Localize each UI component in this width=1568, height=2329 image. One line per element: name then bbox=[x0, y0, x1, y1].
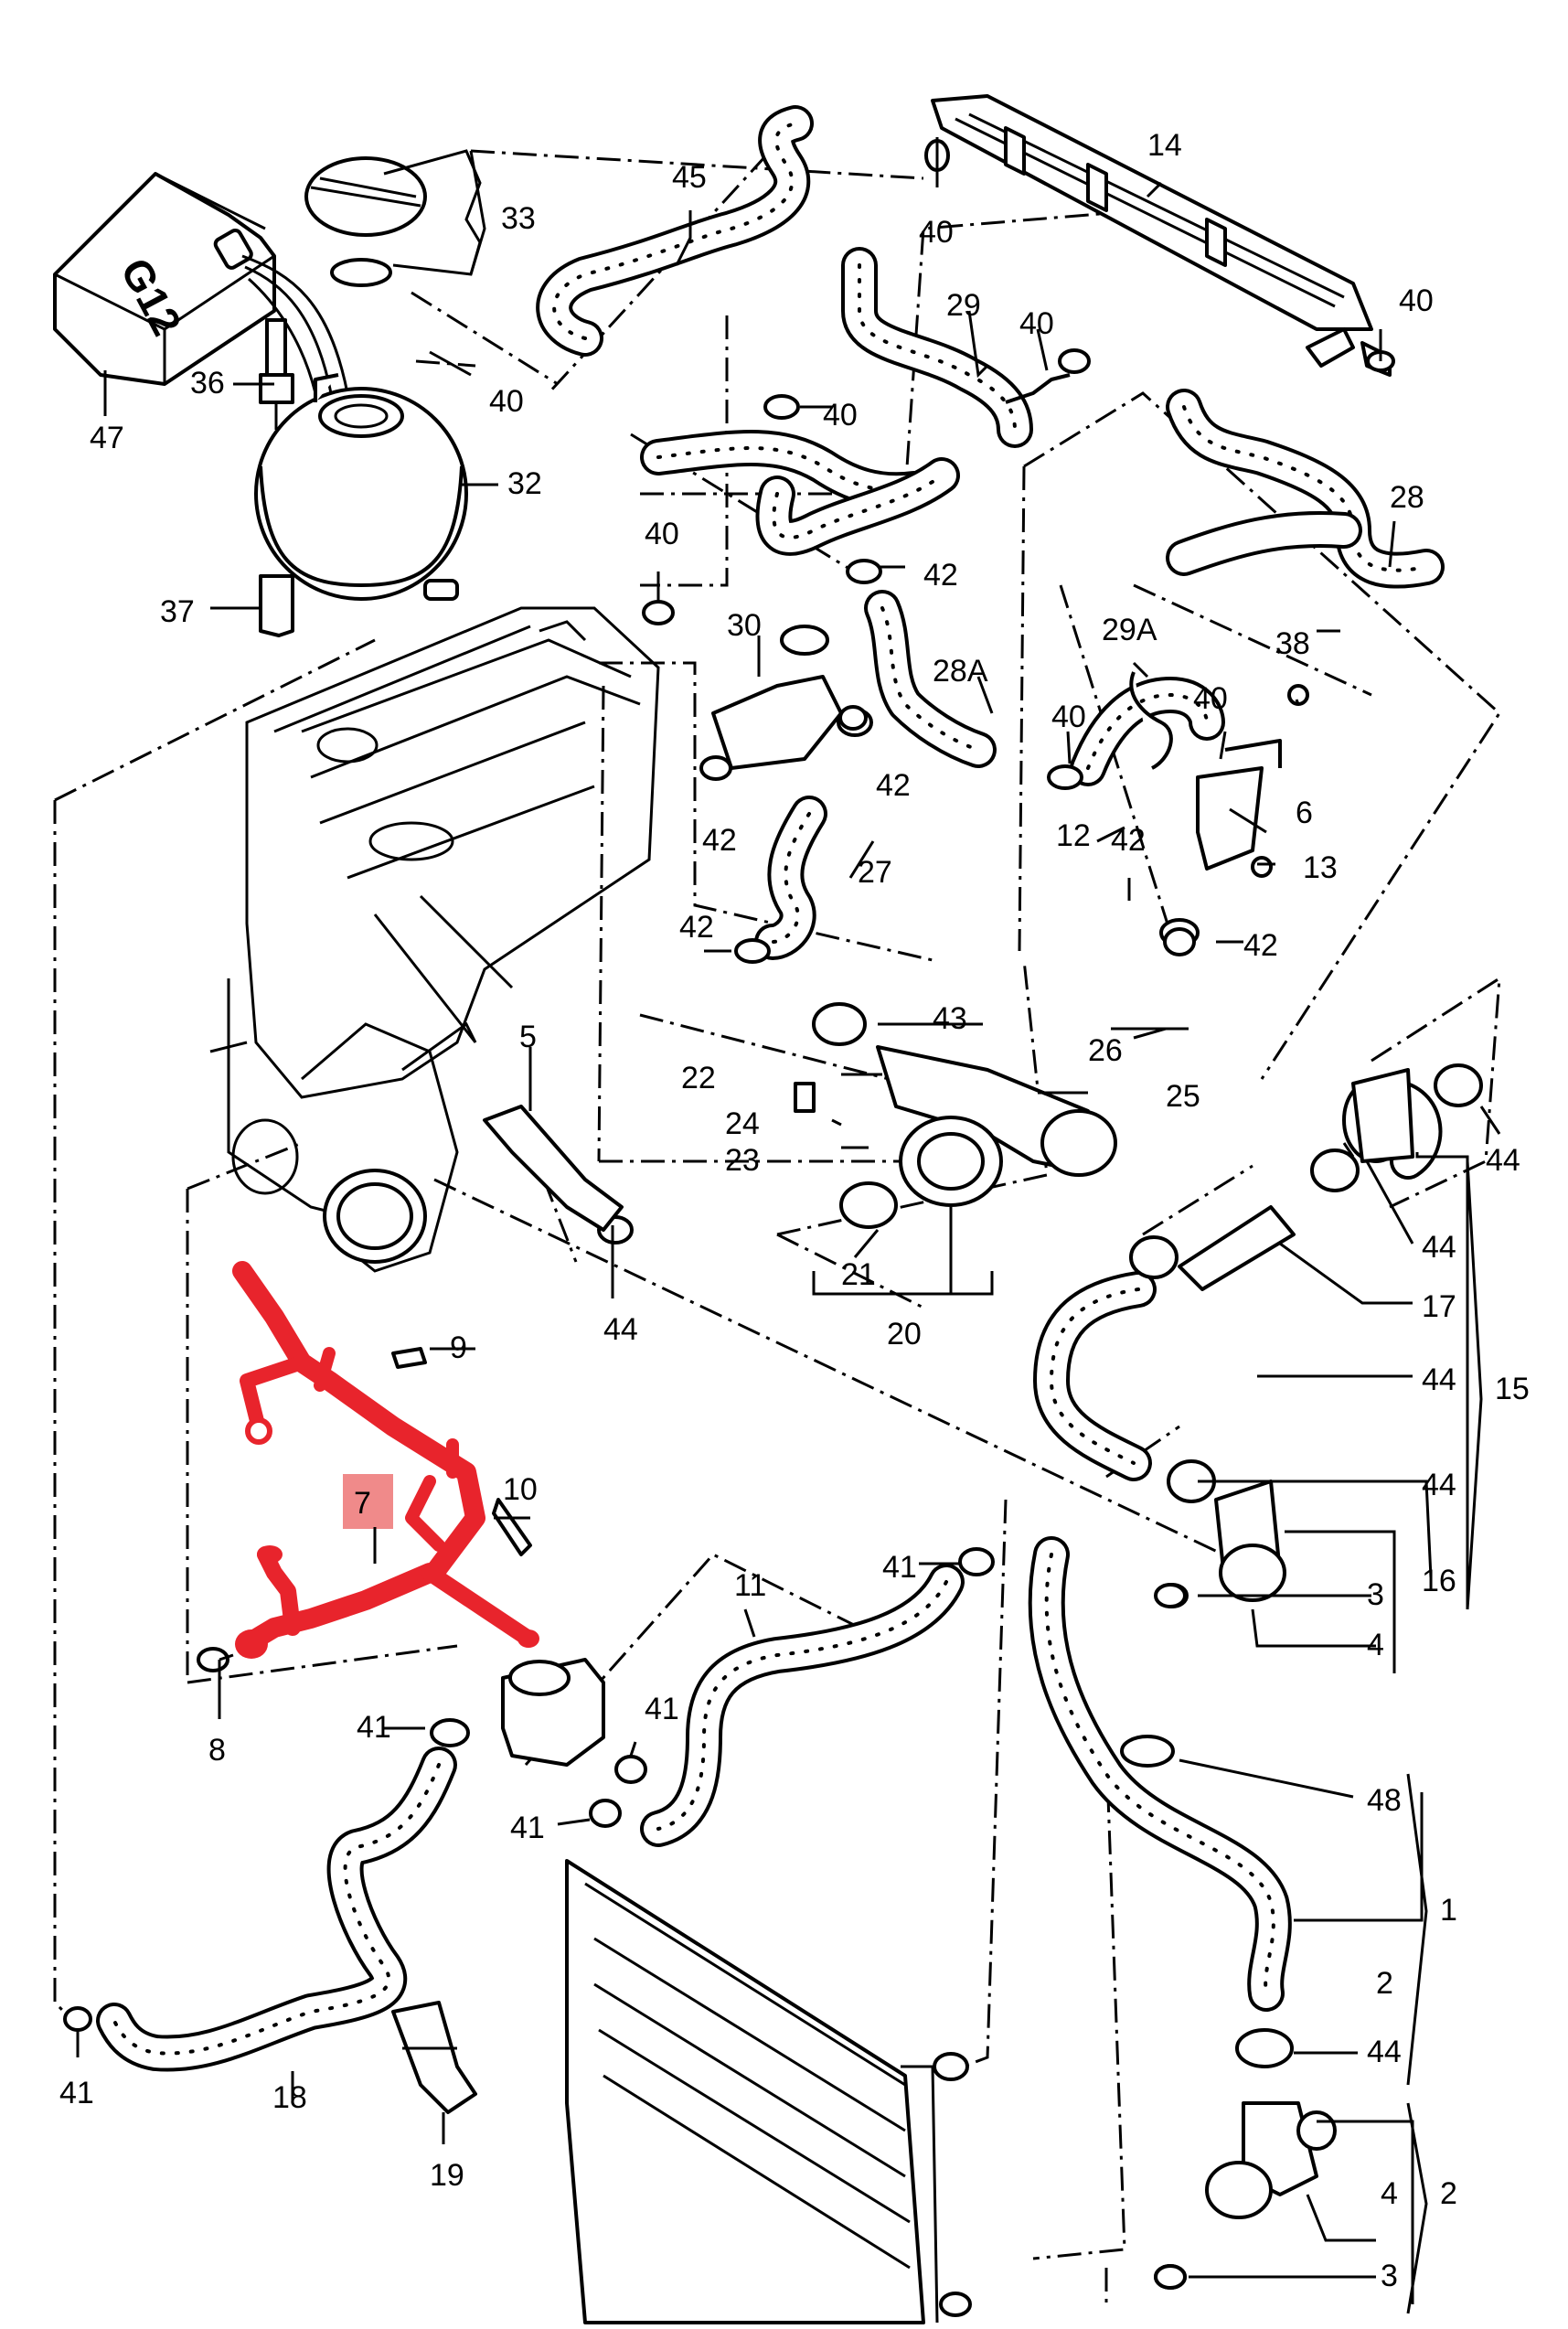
label-part-41a: 41 bbox=[882, 1550, 917, 1585]
label-part-47: 47 bbox=[90, 421, 124, 455]
label-part-27: 27 bbox=[858, 855, 892, 890]
label-part-23: 23 bbox=[725, 1143, 760, 1178]
group-braces bbox=[469, 150, 1483, 2314]
label-part-45: 45 bbox=[672, 160, 707, 195]
label-part-42d: 42 bbox=[679, 910, 714, 945]
leader-lines bbox=[76, 137, 1501, 2304]
label-part-37: 37 bbox=[160, 594, 195, 629]
engine-block bbox=[209, 606, 660, 1273]
label-part-36: 36 bbox=[190, 366, 225, 401]
radiator bbox=[565, 1859, 972, 2324]
hoses bbox=[96, 105, 1445, 2072]
pipe-assembly-14 bbox=[931, 94, 1392, 377]
heater-valve-29a bbox=[1129, 671, 1282, 871]
bracket-19 bbox=[391, 2001, 477, 2114]
label-part-10: 10 bbox=[503, 1472, 538, 1507]
label-part-44f: 44 bbox=[1367, 2035, 1402, 2069]
label-part-14: 14 bbox=[1147, 128, 1182, 163]
label-part-20: 20 bbox=[887, 1317, 922, 1351]
label-part-48: 48 bbox=[1367, 1783, 1402, 1818]
label-part-44a: 44 bbox=[1486, 1143, 1520, 1178]
label-part-42b: 42 bbox=[876, 768, 911, 803]
label-part-3b: 3 bbox=[1381, 2259, 1398, 2293]
part-labels: 1 2 2 3 3 4 4 5 6 7 8 9 10 11 12 13 14 1… bbox=[59, 128, 1530, 2293]
label-part-44c: 44 bbox=[1422, 1362, 1456, 1397]
label-part-44b: 44 bbox=[1422, 1230, 1456, 1265]
clip-37 bbox=[259, 574, 294, 637]
label-part-22: 22 bbox=[681, 1061, 716, 1095]
label-part-44e: 44 bbox=[603, 1312, 638, 1347]
label-part-16: 16 bbox=[1422, 1564, 1456, 1598]
label-part-29: 29 bbox=[946, 288, 981, 323]
label-part-3a: 3 bbox=[1367, 1577, 1384, 1612]
label-part-28a: 28A bbox=[933, 654, 988, 689]
label-part-25: 25 bbox=[1166, 1079, 1200, 1114]
label-part-40h: 40 bbox=[1193, 681, 1228, 716]
label-part-41d: 41 bbox=[510, 1811, 545, 1845]
label-part-24: 24 bbox=[725, 1106, 760, 1141]
label-part-42c: 42 bbox=[702, 823, 737, 858]
label-part-21: 21 bbox=[841, 1257, 876, 1292]
label-part-18: 18 bbox=[272, 2080, 307, 2115]
lower-connector-2 bbox=[1154, 2101, 1344, 2290]
filler-cap-33 bbox=[304, 156, 427, 287]
label-part-12: 12 bbox=[1056, 818, 1091, 853]
label-part-33: 33 bbox=[501, 201, 536, 236]
label-part-11: 11 bbox=[734, 1568, 766, 1603]
label-part-19: 19 bbox=[430, 2158, 464, 2193]
coolant-pipe-7-highlight bbox=[219, 1261, 539, 1661]
label-part-40c: 40 bbox=[489, 384, 524, 419]
label-part-42f: 42 bbox=[1243, 928, 1278, 963]
connector-17 bbox=[1178, 1068, 1414, 1291]
highlight-marker-7 bbox=[343, 1474, 393, 1529]
label-part-29a: 29A bbox=[1102, 613, 1157, 647]
label-part-30: 30 bbox=[727, 608, 762, 643]
label-part-6: 6 bbox=[1296, 796, 1313, 830]
label-part-40e: 40 bbox=[823, 398, 858, 433]
label-part-5: 5 bbox=[519, 1020, 537, 1054]
label-part-40b: 40 bbox=[1399, 283, 1434, 318]
label-part-42e: 42 bbox=[1111, 823, 1146, 858]
label-part-40f: 40 bbox=[645, 517, 679, 551]
label-part-9: 9 bbox=[450, 1330, 467, 1365]
label-part-43: 43 bbox=[933, 1001, 967, 1036]
label-part-13: 13 bbox=[1303, 850, 1338, 885]
label-part-42a: 42 bbox=[923, 558, 958, 593]
label-part-38: 38 bbox=[1275, 626, 1310, 661]
label-part-2a: 2 bbox=[1376, 1966, 1393, 2001]
label-part-4b: 4 bbox=[1381, 2176, 1398, 2211]
label-part-41b: 41 bbox=[357, 1710, 391, 1745]
coolant-container-47: G12 bbox=[53, 172, 276, 386]
label-part-41c: 41 bbox=[645, 1692, 679, 1726]
expansion-tank-32 bbox=[241, 254, 468, 601]
pipe-5 bbox=[483, 1105, 624, 1232]
label-part-40d: 40 bbox=[1019, 306, 1054, 341]
label-part-2b: 2 bbox=[1440, 2176, 1457, 2211]
sender-36 bbox=[259, 318, 294, 430]
thermostat-housing bbox=[711, 625, 1117, 1229]
label-part-40a: 40 bbox=[919, 215, 954, 250]
label-part-15: 15 bbox=[1495, 1372, 1530, 1406]
label-part-41e: 41 bbox=[59, 2076, 94, 2110]
label-part-8: 8 bbox=[208, 1733, 226, 1768]
label-part-26: 26 bbox=[1088, 1033, 1123, 1068]
coolant-reservoir-11 bbox=[501, 1658, 605, 1767]
elbow-16 bbox=[1154, 1480, 1286, 1648]
label-part-4a: 4 bbox=[1367, 1628, 1384, 1662]
label-part-40g: 40 bbox=[1051, 700, 1086, 734]
label-part-17: 17 bbox=[1422, 1289, 1456, 1324]
label-part-32: 32 bbox=[507, 466, 542, 501]
label-part-7: 7 bbox=[354, 1486, 371, 1521]
label-part-28: 28 bbox=[1390, 480, 1424, 515]
label-part-1: 1 bbox=[1440, 1893, 1457, 1928]
